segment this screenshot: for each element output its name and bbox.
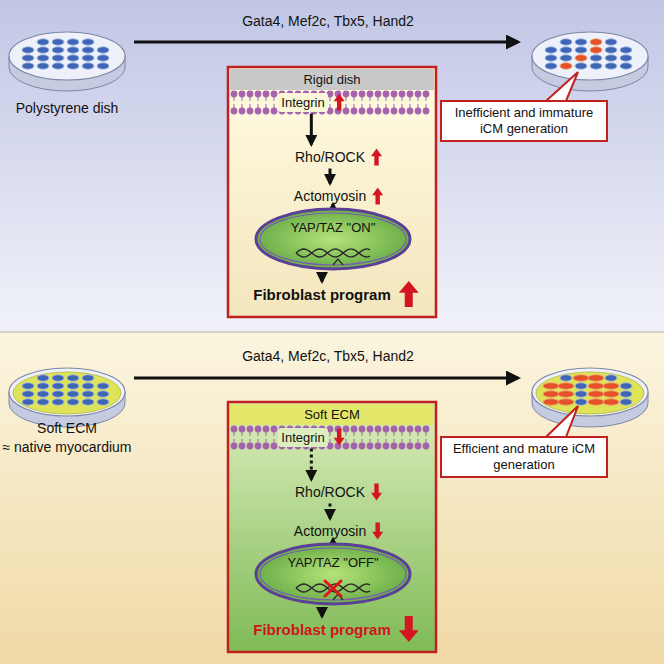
node-text: Rho/ROCK [295, 483, 365, 502]
signal-arrow [320, 273, 323, 282]
node-text: Rho/ROCK [295, 148, 365, 167]
node-text: Integrin [278, 428, 327, 447]
increase-arrow [399, 281, 419, 307]
dish-label: Soft ECM≈ native myocardium [2, 419, 131, 457]
node-text: Actomyosin [294, 522, 366, 541]
node-text: YAP/TAZ "ON" [291, 218, 376, 237]
decrease-arrow [334, 429, 345, 446]
factor-label: Gata4, Mef2c, Tbx5, Hand2 [242, 13, 414, 29]
substrate-band: Soft ECM [230, 404, 434, 425]
membrane-label: Integrin [278, 93, 327, 112]
callout-text: Efficient and mature iCM generation [448, 441, 600, 473]
pathway-output: Fibroblast program [253, 620, 391, 639]
pathway-output: Fibroblast program [253, 285, 391, 304]
node-text: YAP/TAZ "OFF" [287, 553, 378, 572]
factor-label: Gata4, Mef2c, Tbx5, Hand2 [242, 348, 414, 364]
nucleus-outline [254, 542, 412, 606]
culture-dish [532, 32, 648, 91]
nucleus-outline [254, 207, 412, 271]
result-callout: Inefficient and immature iCM generation [440, 100, 608, 142]
nucleus: YAP/TAZ "ON" [254, 207, 412, 271]
dish-label: Polystyrene dish [16, 99, 119, 118]
culture-dish [9, 32, 125, 91]
node-text: Polystyrene dish [16, 99, 119, 118]
increase-arrow [371, 149, 382, 166]
cell-membrane [231, 91, 430, 115]
nucleus: YAP/TAZ "OFF" [254, 542, 412, 606]
node-text: ≈ native myocardium [2, 438, 131, 457]
pathway-step: Actomyosin [294, 187, 366, 206]
signal-arrow [332, 204, 335, 208]
signal-arrow [310, 449, 313, 480]
node-text: Soft ECM [304, 405, 360, 424]
node-text: Fibroblast program [253, 285, 391, 304]
node-text: Actomyosin [294, 187, 366, 206]
node-text: Integrin [278, 93, 327, 112]
increase-arrow [334, 94, 345, 111]
signal-arrow [328, 504, 331, 519]
culture-dish [9, 368, 125, 427]
result-callout: Efficient and mature iCM generation [440, 436, 608, 478]
pathway-step: Actomyosin [294, 522, 366, 541]
signal-arrow [320, 608, 323, 617]
node-text: Soft ECM [2, 419, 131, 438]
substrate-band: Rigid dish [230, 69, 434, 90]
node-text: Rigid dish [303, 70, 360, 89]
decrease-arrow [371, 484, 382, 501]
pathway-step: Rho/ROCK [295, 483, 365, 502]
decrease-arrow [372, 523, 383, 540]
node-text: Fibroblast program [253, 620, 391, 639]
membrane-label: Integrin [278, 428, 327, 447]
callout-text: Inefficient and immature iCM generation [448, 105, 600, 137]
signal-arrow [328, 169, 331, 184]
increase-arrow [372, 188, 383, 205]
signal-arrow [332, 539, 335, 543]
decrease-arrow [399, 616, 419, 642]
cell-membrane [231, 426, 430, 450]
signal-arrow [310, 114, 313, 145]
pathway-step: Rho/ROCK [295, 148, 365, 167]
culture-dish [532, 368, 648, 427]
